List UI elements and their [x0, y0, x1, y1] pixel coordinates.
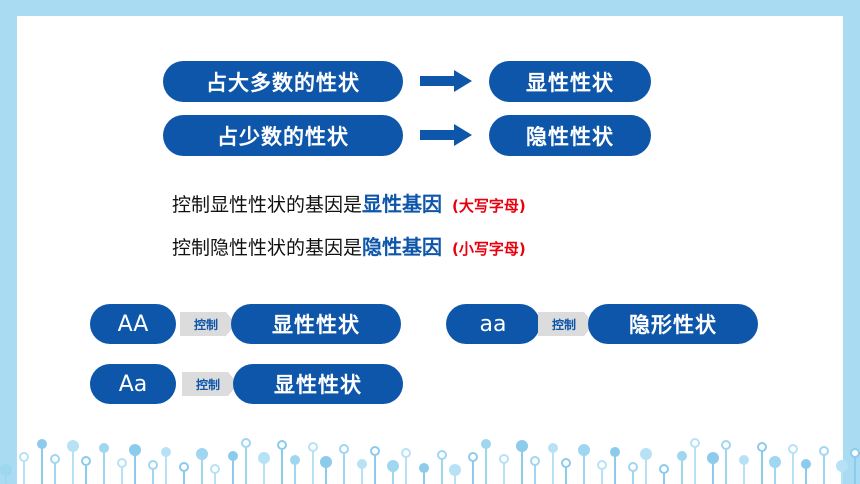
- circuit-dot: [179, 462, 189, 472]
- circuit-dot: [258, 452, 270, 464]
- circuit-dot: [530, 456, 540, 466]
- dominant-gene-sentence: 控制显性性状的基因是显性基因 (大写字母): [172, 188, 526, 217]
- circuit-dot: [640, 448, 652, 460]
- majority-trait-pill: 占大多数的性状: [163, 61, 403, 102]
- circuit-dot: [0, 464, 12, 476]
- recessive-gene-sentence: 控制隐性性状的基因是隐性基因 (小写字母): [172, 231, 526, 260]
- circuit-dot: [277, 440, 287, 450]
- circuit-dot: [387, 460, 399, 472]
- recessive-trait-pill: 隐性性状: [489, 115, 651, 156]
- circuit-dot: [769, 456, 781, 468]
- circuit-dot: [129, 444, 141, 456]
- circuit-dot: [449, 464, 461, 476]
- circuit-dot: [677, 451, 687, 461]
- circuit-dot: [370, 446, 380, 456]
- circuit-dot: [516, 440, 528, 452]
- circuit-dot: [401, 448, 411, 458]
- circuit-dot: [578, 444, 590, 456]
- circuit-dot: [19, 452, 29, 462]
- circuit-dot: [739, 455, 749, 465]
- circuit-dot: [241, 438, 251, 448]
- circuit-dot: [707, 452, 719, 464]
- circuit-dot: [757, 442, 767, 452]
- genotype-AA-pill: AA: [90, 304, 176, 344]
- control-label: 控制: [551, 317, 576, 332]
- circuit-dot: [628, 462, 638, 472]
- circuit-dot: [357, 459, 367, 469]
- circuit-dot: [308, 442, 318, 452]
- chevron-arrow-icon: [182, 372, 238, 396]
- circuit-dot: [836, 460, 848, 472]
- circuit-dot: [290, 455, 300, 465]
- circuit-dot: [81, 456, 91, 466]
- sentence-prefix: 控制隐性性状的基因是: [172, 237, 363, 259]
- control-arrow: 控制: [182, 370, 238, 398]
- genotype-Aa-pill: Aa: [90, 364, 176, 404]
- recessive-gene-term: 隐性基因: [362, 235, 443, 259]
- circuit-dot: [161, 447, 171, 457]
- circuit-dot: [548, 443, 558, 453]
- circuit-dot: [597, 460, 607, 470]
- circuit-dot: [499, 454, 509, 464]
- genotype-aa-pill: aa: [446, 304, 540, 344]
- lowercase-note: (小写字母): [452, 240, 526, 258]
- circuit-dot: [721, 440, 731, 450]
- chevron-arrow-icon: [180, 312, 236, 336]
- circuit-dot: [850, 448, 860, 458]
- circuit-dot: [419, 463, 429, 473]
- circuit-dot: [228, 451, 238, 461]
- circuit-dot: [117, 458, 127, 468]
- slide-canvas: [17, 16, 843, 484]
- circuit-dot: [339, 444, 349, 454]
- circuit-dot: [561, 458, 571, 468]
- circuit-dot: [50, 454, 60, 464]
- sentence-prefix: 控制显性性状的基因是: [172, 194, 363, 216]
- circuit-dot: [37, 439, 47, 449]
- control-arrow: 控制: [180, 310, 236, 338]
- circuit-dot: [437, 450, 447, 460]
- circuit-dot: [196, 448, 208, 460]
- dominant-trait-pill: 显性性状: [489, 61, 651, 102]
- AA-trait-pill: 显性性状: [231, 304, 401, 344]
- circuit-dot: [67, 440, 79, 452]
- circuit-dot: [210, 464, 220, 474]
- circuit-dot: [99, 443, 109, 453]
- circuit-dot: [610, 447, 620, 457]
- circuit-dot: [788, 444, 798, 454]
- dominant-gene-term: 显性基因: [362, 192, 443, 216]
- right-arrow-icon: [420, 124, 472, 146]
- uppercase-note: (大写字母): [452, 197, 526, 215]
- chevron-arrow-icon: [538, 312, 594, 336]
- circuit-dot: [468, 452, 478, 462]
- control-label: 控制: [193, 317, 218, 332]
- circuit-dot: [819, 446, 829, 456]
- circuit-dot: [690, 438, 700, 448]
- circuit-dot: [659, 464, 669, 474]
- Aa-trait-pill: 显性性状: [233, 364, 403, 404]
- minority-trait-pill: 占少数的性状: [163, 115, 403, 156]
- right-arrow-icon: [420, 70, 472, 92]
- circuit-dot: [481, 439, 491, 449]
- circuit-dot: [801, 459, 811, 469]
- control-arrow: 控制: [538, 310, 594, 338]
- decorative-circuit-border: [0, 438, 860, 484]
- control-label: 控制: [195, 377, 220, 392]
- aa-trait-pill: 隐形性状: [588, 304, 758, 344]
- circuit-dot: [320, 456, 332, 468]
- circuit-dot: [148, 460, 158, 470]
